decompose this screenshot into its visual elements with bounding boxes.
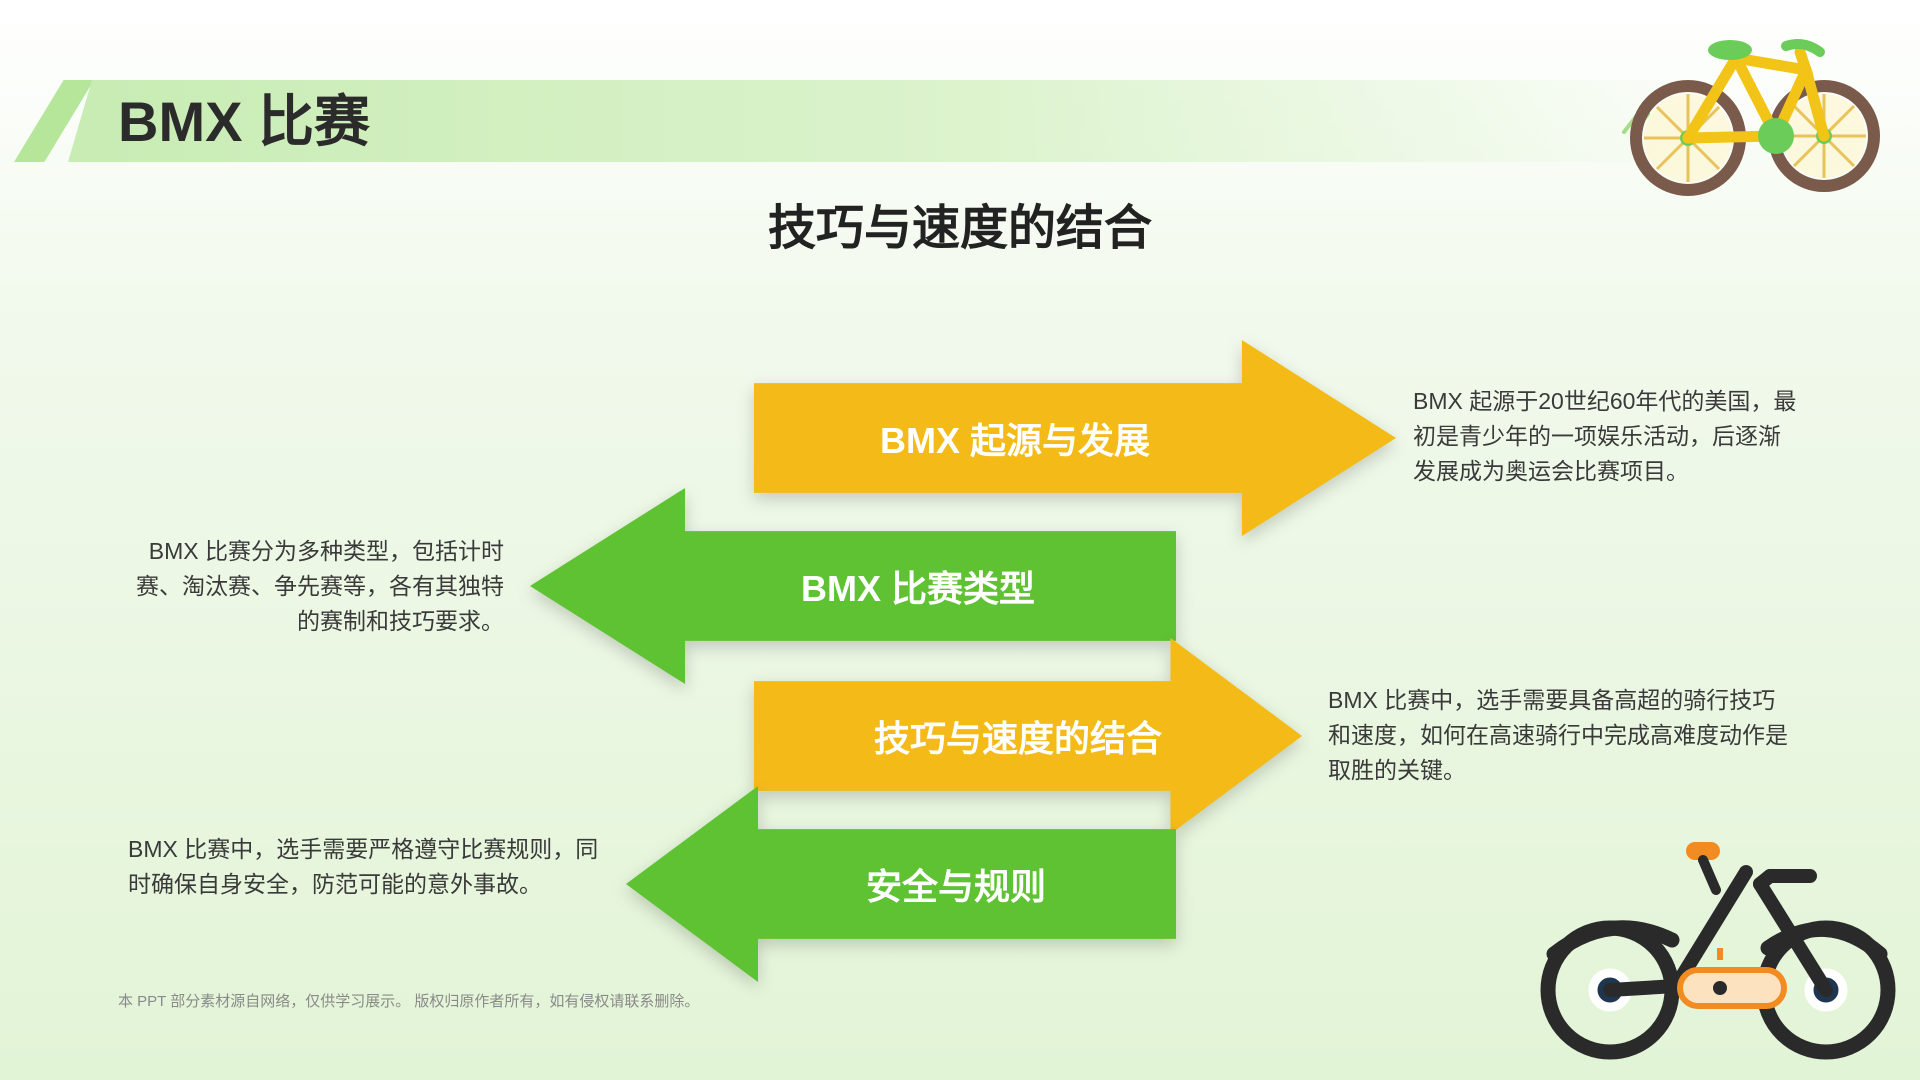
arrow-label: 安全与规则: [866, 858, 1046, 910]
arrow-label: 技巧与速度的结合: [874, 710, 1162, 762]
arrow-label: BMX 比赛类型: [801, 560, 1035, 612]
section-description: BMX 比赛中，选手需要具备高超的骑行技巧和速度，如何在高速骑行中完成高难度动作…: [1328, 683, 1788, 788]
arrow-safety-rules: 安全与规则: [626, 786, 1176, 982]
arrow-label: BMX 起源与发展: [880, 412, 1150, 464]
page-title: BMX 比赛: [118, 86, 370, 158]
bicycle-3d-icon: [1618, 18, 1894, 208]
section-description: BMX 比赛中，选手需要严格遵守比赛规则，同时确保自身安全，防范可能的意外事故。: [128, 832, 608, 902]
section-description: BMX 比赛分为多种类型，包括计时赛、淘汰赛、争先赛等，各有其独特的赛制和技巧要…: [128, 534, 504, 639]
bicycle-icon: [1540, 836, 1900, 1072]
section-description: BMX 起源于20世纪60年代的美国，最初是青少年的一项娱乐活动，后逐渐发展成为…: [1413, 384, 1803, 489]
footer-note: 本 PPT 部分素材源自网络，仅供学习展示。 版权归原作者所有，如有侵权请联系删…: [118, 990, 699, 1011]
